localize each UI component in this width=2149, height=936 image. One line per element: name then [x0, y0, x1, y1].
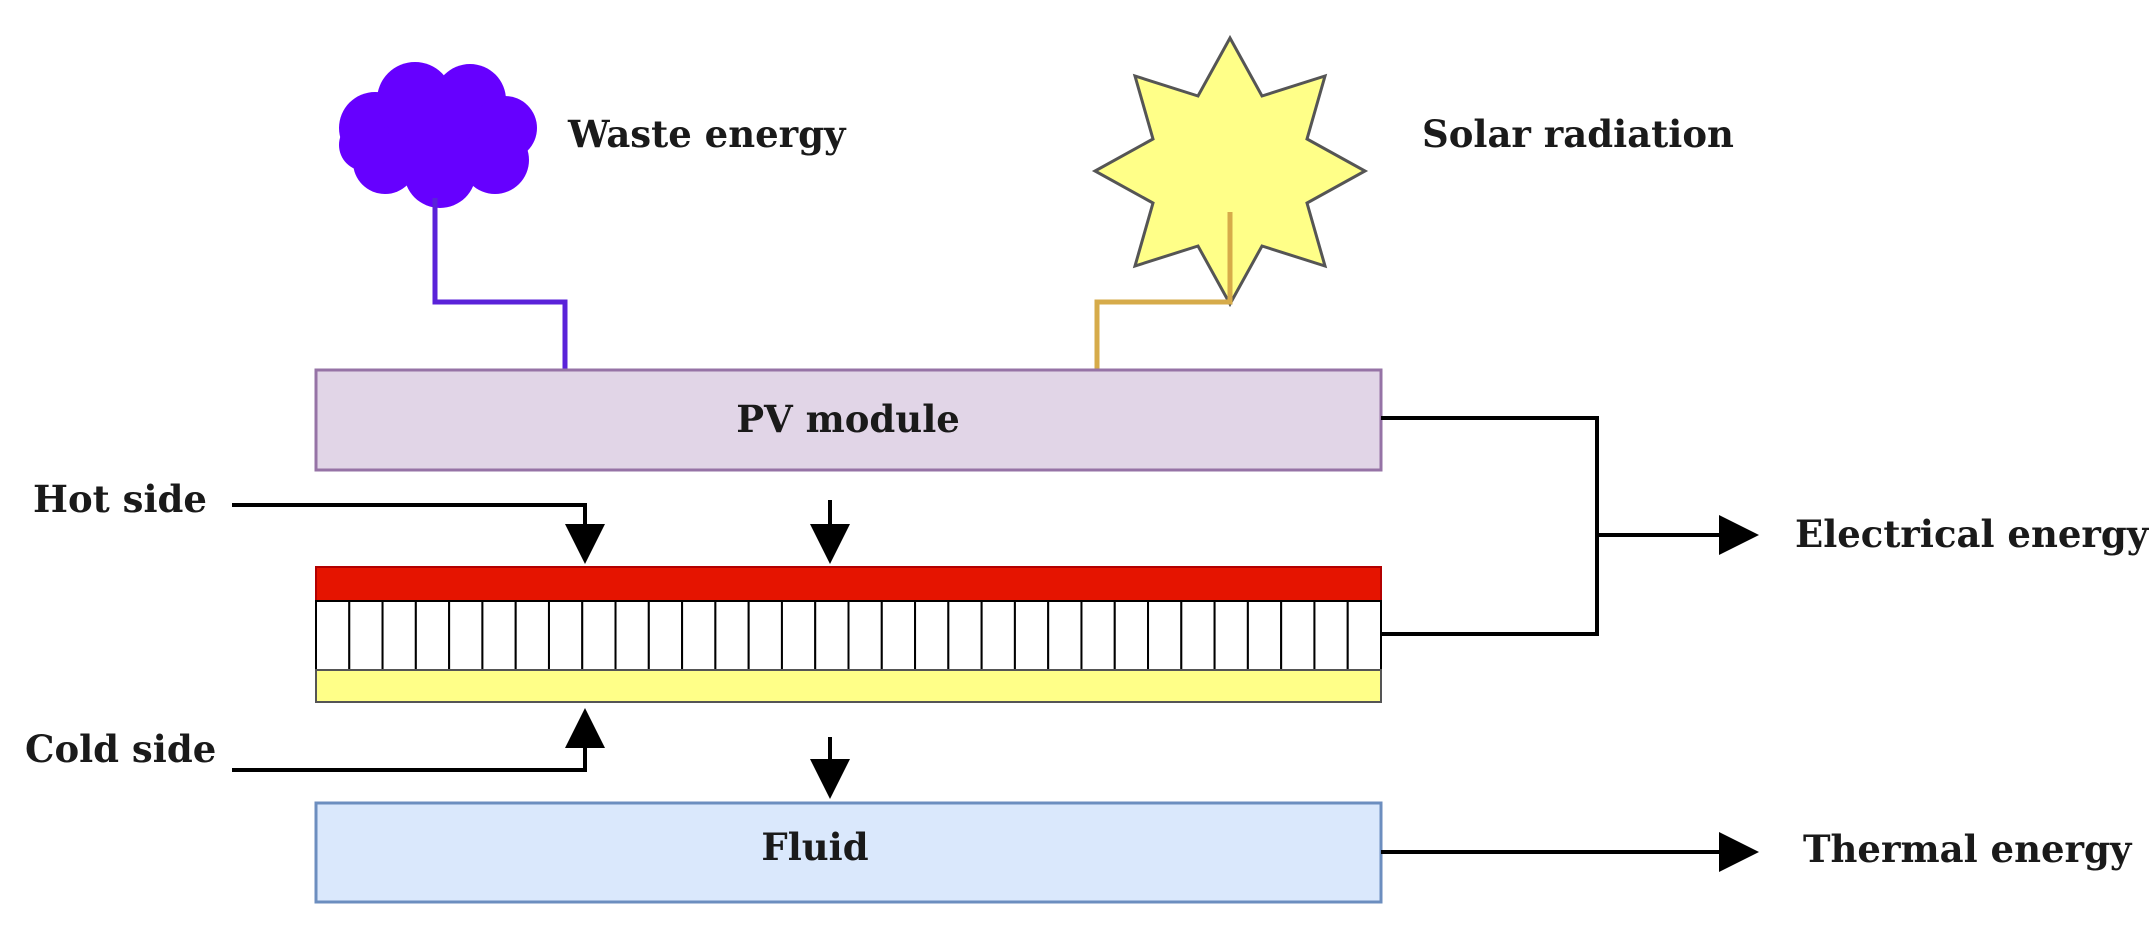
teg-cell	[448, 600, 484, 671]
teg-cell	[1047, 600, 1083, 671]
teg-cell	[1313, 600, 1349, 671]
teg-cell	[481, 600, 517, 671]
teg-cell	[647, 600, 684, 671]
cold-side-arrow	[232, 708, 605, 772]
teg-cell	[681, 600, 717, 671]
electrical-energy-label: Electrical energy	[1795, 512, 2149, 556]
teg-cell	[414, 600, 451, 671]
hot-side-label: Hot side	[33, 477, 207, 521]
teg-cell	[980, 600, 1016, 671]
cold-plate	[315, 669, 1382, 703]
cloud-icon	[339, 62, 537, 208]
fluid-box	[314, 801, 1383, 904]
teg-cell	[1013, 600, 1050, 671]
teg-cell	[1246, 600, 1283, 671]
teg-cell	[315, 600, 351, 671]
teg-cell	[747, 600, 783, 671]
teg-cell	[1147, 600, 1183, 671]
teg-cell	[714, 600, 750, 671]
hot-side-arrow	[232, 503, 605, 564]
fluid-label: Fluid	[761, 825, 868, 869]
teg-cell	[514, 600, 550, 671]
teg-cell	[780, 600, 817, 671]
teg-cell	[1213, 600, 1249, 671]
waste-energy-label: Waste energy	[567, 112, 847, 156]
pv-module-box	[314, 368, 1383, 472]
teg-cell	[947, 600, 983, 671]
thermal-energy-label: Thermal energy	[1803, 827, 2133, 871]
teg-cell	[614, 600, 650, 671]
teg-cell	[1346, 600, 1382, 671]
waste-energy-connector	[432, 198, 568, 370]
cold-side-label: Cold side	[25, 727, 216, 771]
teg-cell	[880, 600, 917, 671]
teg-cells	[315, 600, 1382, 671]
teg-cell	[1180, 600, 1216, 671]
teg-cell	[1080, 600, 1116, 671]
teg-module	[315, 566, 1382, 703]
teg-cell	[1280, 600, 1316, 671]
teg-cell	[914, 600, 950, 671]
teg-cell	[1113, 600, 1150, 671]
teg-cell	[814, 600, 850, 671]
hot-plate	[315, 566, 1382, 602]
teg-cell	[847, 600, 883, 671]
pv-module-label: PV module	[736, 397, 960, 441]
teg-cell	[348, 600, 384, 671]
solar-radiation-label: Solar radiation	[1422, 112, 1734, 156]
pv-electrical-line	[1381, 416, 1599, 636]
solar-radiation-connector	[1094, 212, 1233, 370]
teg-cell	[581, 600, 617, 671]
teg-cell	[547, 600, 584, 671]
teg-cell	[381, 600, 417, 671]
